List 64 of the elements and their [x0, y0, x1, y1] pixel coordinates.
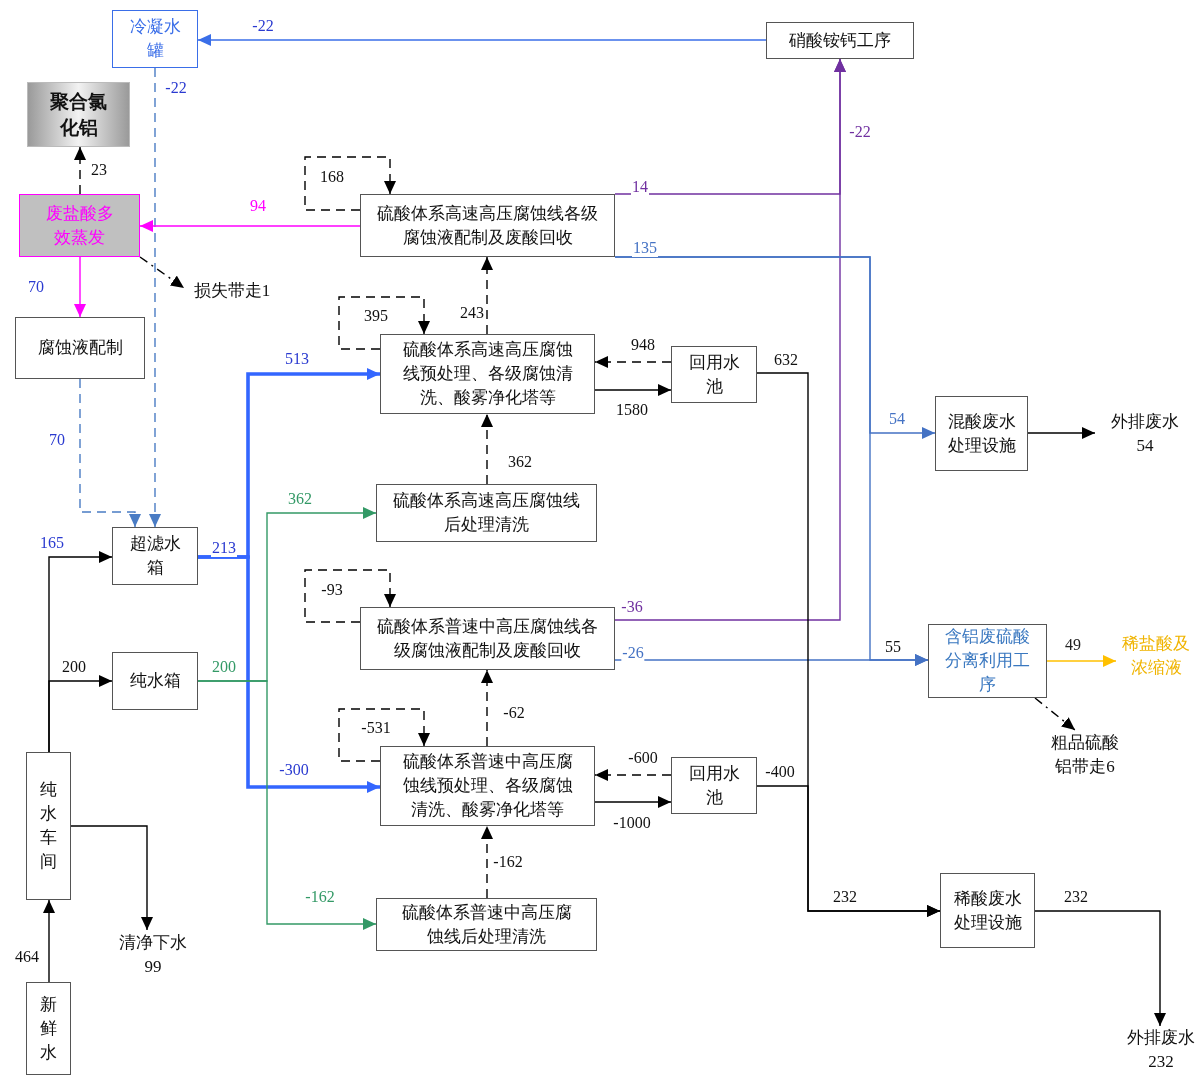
tank-box: 纯水箱	[112, 652, 198, 710]
workshop-box: 纯水车间	[26, 752, 71, 900]
flow-arrow	[1046, 655, 1117, 667]
loss-label: 损失带走1	[193, 280, 271, 302]
flow-arrow	[74, 146, 86, 195]
flow-arrow	[198, 555, 380, 793]
flow-value: 213	[211, 539, 237, 557]
flow-arrow	[43, 899, 55, 983]
outlet-label: 清净下水	[119, 932, 187, 954]
flow-arrow	[70, 825, 153, 931]
treatment-box: 混酸废水处理设施	[935, 396, 1028, 471]
product-label: 粗品硫酸铝带走6	[1050, 732, 1120, 778]
pool-box: 回用水池	[671, 757, 757, 814]
flow-arrow	[139, 256, 185, 289]
flow-arrow	[79, 378, 141, 528]
flow-value: 54	[1136, 435, 1154, 457]
flow-arrow	[614, 58, 846, 621]
flow-arrow	[594, 356, 672, 368]
flow-value: -26	[621, 644, 645, 662]
flow-arrow	[139, 220, 361, 232]
recycle-arrow	[304, 569, 396, 623]
source-box: 新鲜水	[26, 982, 71, 1075]
flow-arrow	[1027, 427, 1096, 439]
flow-arrow	[1034, 910, 1166, 1027]
flow-value: 99	[144, 956, 162, 978]
process-box: 硝酸铵钙工序	[766, 22, 914, 59]
tank-box: 冷凝水罐	[112, 10, 198, 68]
product-label: 稀盐酸及浓缩液	[1121, 632, 1191, 679]
tank-box: 超滤水箱	[112, 527, 198, 585]
pool-box: 回用水池	[671, 346, 757, 403]
flow-arrow	[149, 67, 161, 528]
process-box: 硫酸体系普速中高压腐蚀线后处理清洗	[376, 898, 597, 951]
flow-arrow	[481, 413, 493, 485]
process-box: 硫酸体系高速高压腐蚀线各级腐蚀液配制及废酸回收	[360, 194, 615, 257]
flow-arrow	[481, 825, 493, 899]
flow-arrow	[74, 256, 86, 318]
recycle-arrow	[338, 708, 430, 762]
outlet-label: 外排废水	[1111, 411, 1179, 433]
flow-arrow	[756, 785, 941, 917]
flow-arrow	[614, 654, 929, 666]
flow-arrow	[197, 680, 377, 930]
flow-value: 232	[1148, 1051, 1174, 1073]
treatment-box: 稀酸废水处理设施	[940, 873, 1035, 948]
process-box: 硫酸体系普速中高压腐蚀线各级腐蚀液配制及废酸回收	[360, 607, 615, 670]
flow-arrow	[594, 384, 672, 396]
process-box: 废盐酸多效蒸发	[19, 194, 140, 257]
recycle-arrow	[304, 156, 396, 211]
flow-arrow	[594, 796, 672, 808]
outlet-label: 外排废水	[1127, 1027, 1195, 1049]
flow-arrow	[1034, 697, 1076, 731]
process-box: 硫酸体系高速高压腐蚀线预处理、各级腐蚀清洗、酸雾净化塔等	[380, 334, 595, 414]
flow-arrow	[48, 675, 113, 753]
product-box: 聚合氯化铝	[27, 82, 130, 147]
process-box: 腐蚀液配制	[15, 317, 145, 379]
recycle-arrow	[338, 296, 430, 350]
process-box: 硫酸体系高速高压腐蚀线后处理清洗	[376, 484, 597, 542]
flow-value: 135	[632, 239, 658, 257]
flow-arrow	[197, 34, 767, 46]
process-box: 含铝废硫酸分离利用工序	[928, 624, 1047, 698]
flow-arrow	[481, 669, 493, 747]
process-box: 硫酸体系普速中高压腐蚀线预处理、各级腐蚀清洗、酸雾净化塔等	[380, 746, 595, 826]
flow-arrow	[481, 256, 493, 335]
flow-value: 14	[631, 178, 649, 196]
flow-arrow	[594, 769, 672, 781]
